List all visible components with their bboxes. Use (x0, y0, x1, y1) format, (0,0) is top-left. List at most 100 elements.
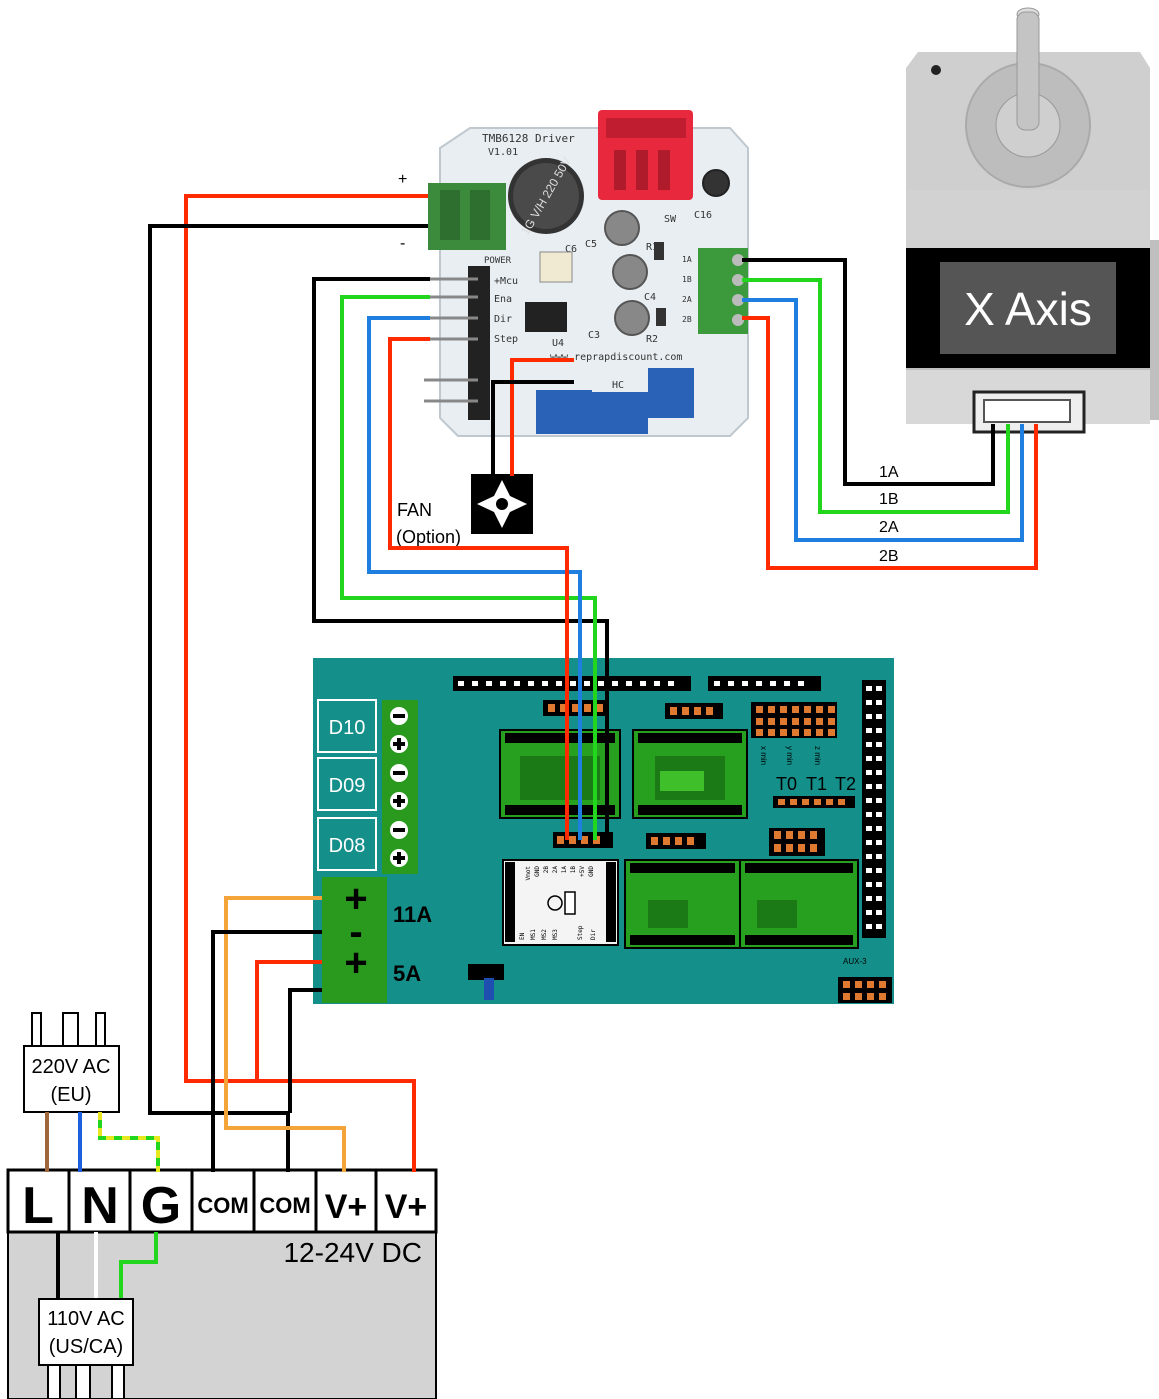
wire-signal-step (388, 337, 569, 840)
driver-version: V1.01 (488, 147, 518, 158)
coil-label-2a: 2A (879, 519, 899, 536)
servo-terminal-strip (382, 700, 418, 874)
wire-signal-mcu (312, 277, 609, 840)
stepstick-pin-en: EN (519, 932, 526, 940)
driver-pin-label-mcu: +Mcu (494, 276, 518, 287)
wire-fan-red (510, 358, 574, 476)
driver-part-sw: SW (664, 214, 677, 225)
driver-power-label: POWER (484, 256, 512, 266)
driver-part-c16: C16 (694, 210, 712, 221)
fan-label: FAN (397, 500, 432, 520)
ramps-header (708, 676, 821, 691)
fan-label-option: (Option) (396, 527, 461, 547)
servo-label-d09: D09 (329, 775, 366, 797)
psu-terminal-strip (6, 1168, 438, 1234)
ramps-header-right (862, 680, 886, 938)
motor-label-plate (940, 262, 1116, 354)
plug-us-prong (111, 1364, 125, 1399)
servo-box-d08 (317, 817, 377, 871)
stepstick-pin-2b: 2B (543, 866, 550, 874)
motor-wire-labels: 1A 1B 2A 2B (879, 464, 899, 565)
driver-power-minus: - (400, 235, 405, 252)
wires (148, 194, 1038, 1172)
ramps-endstop-label-zmin: z min (813, 746, 822, 765)
psu-terminal-vplus-2: V+ (385, 1188, 428, 1226)
driver-pot (648, 368, 694, 418)
driver-signal-header (468, 266, 490, 420)
ramps-reset-switch (468, 964, 504, 980)
wire-motor-2b (742, 316, 1038, 570)
stepper-socket-x (499, 729, 621, 819)
driver-part-r1: R1 (646, 242, 658, 253)
driver-small-cap (702, 169, 730, 197)
motor-axis-label: X Axis (964, 283, 1092, 335)
plug-eu-region: (EU) (50, 1084, 91, 1106)
fan: FAN (Option) (396, 474, 533, 547)
driver-website: www.reprapdiscount.com (550, 352, 682, 363)
plug-us: 110V AC (US/CA) (38, 1298, 134, 1399)
wire-yellow-g (98, 1112, 160, 1172)
ramps-temp-label-t1: T1 (806, 774, 827, 794)
stepstick-pin-gnd-1: GND (534, 866, 541, 877)
driver-out-2a: 2A (682, 295, 692, 304)
servo-terminal-screws (390, 707, 408, 867)
ramps-label-11a: 11A (393, 902, 432, 927)
ac-wires (45, 1112, 160, 1302)
stepstick-pin-gnd-2: GND (588, 866, 595, 877)
wire-green-g-us (119, 1232, 158, 1302)
plug-eu-body (23, 1045, 120, 1113)
wire-ramps-5a-plus (255, 960, 322, 1081)
ramps-board: x min y min z min T0 T1 T2 AUX-3 (313, 658, 894, 1004)
stepstick-pin-ms1: MS1 (530, 929, 537, 940)
driver-small-cap (604, 210, 640, 246)
stepstick-driver: Vmot GND 2B 2A 1A 1B +5V GND EN MS1 MS2 … (502, 859, 619, 946)
psu-terminal-vplus-1: V+ (325, 1188, 368, 1226)
psu-output-label: 12-24V DC (283, 1237, 422, 1268)
plug-us-prong (47, 1364, 61, 1399)
driver-pin-label-ena: Ena (494, 294, 512, 305)
stepstick-pin-ms3: MS3 (552, 929, 559, 940)
wire-ramps-11a-minus (211, 930, 322, 1172)
driver-power-plus: + (398, 171, 407, 188)
wire-motor-2a (742, 298, 1024, 542)
plug-eu-prong (95, 1012, 106, 1047)
wire-signal-ena (340, 295, 597, 840)
wire-signal-dir (367, 316, 582, 840)
driver-title: TMB6128 Driver (482, 132, 575, 145)
ramps-aux-label: AUX-3 (843, 957, 867, 966)
ramps-orange-pins (548, 704, 886, 1000)
stepper-socket-e0 (624, 859, 741, 949)
coil-label-1b: 1B (879, 491, 899, 508)
plug-us-prong (75, 1364, 91, 1399)
driver-part-c5: C5 (585, 239, 597, 250)
stepper-motor: X Axis (906, 7, 1159, 434)
stepstick-pin-vmot: Vmot (525, 866, 532, 881)
driver-out-1a: 1A (682, 255, 692, 264)
ramps-endstop-label-xmin: x min (759, 746, 768, 765)
coil-label-1a: 1A (879, 464, 899, 481)
ramps-terminal-minus: - (349, 910, 362, 954)
driver-part-u4: U4 (552, 338, 564, 349)
driver-small-cap (614, 300, 650, 336)
plug-eu-prong (31, 1012, 42, 1047)
ramps-header-pins (458, 681, 882, 929)
driver-part-hc: HC (612, 380, 624, 391)
ramps-terminal-plus-11a: + (344, 877, 367, 921)
wire-green-g (98, 1112, 160, 1172)
stepper-socket-e1 (739, 859, 859, 949)
wire-motor-1b (742, 278, 1010, 514)
plug-eu: 220V AC (EU) (23, 1012, 120, 1113)
ramps-label-5a: 5A (393, 961, 421, 986)
wire-fan-black (491, 380, 574, 476)
stepstick-pin-2a: 2A (552, 866, 559, 874)
wire-ramps-5a-minus (288, 988, 322, 1113)
wire-driver-power-plus (184, 194, 428, 1172)
stepstick-pin-5v: +5V (579, 866, 586, 877)
stepstick-pin-ms2: MS2 (541, 929, 548, 940)
psu-terminal-dividers (67, 1170, 378, 1232)
ramps-endstop-label-ymin: y min (785, 746, 794, 765)
stepper-socket-y (632, 729, 748, 819)
servo-label-d08: D08 (329, 835, 366, 857)
wire-ramps-11a-plus (224, 896, 346, 1172)
servo-box-d09 (317, 757, 377, 811)
